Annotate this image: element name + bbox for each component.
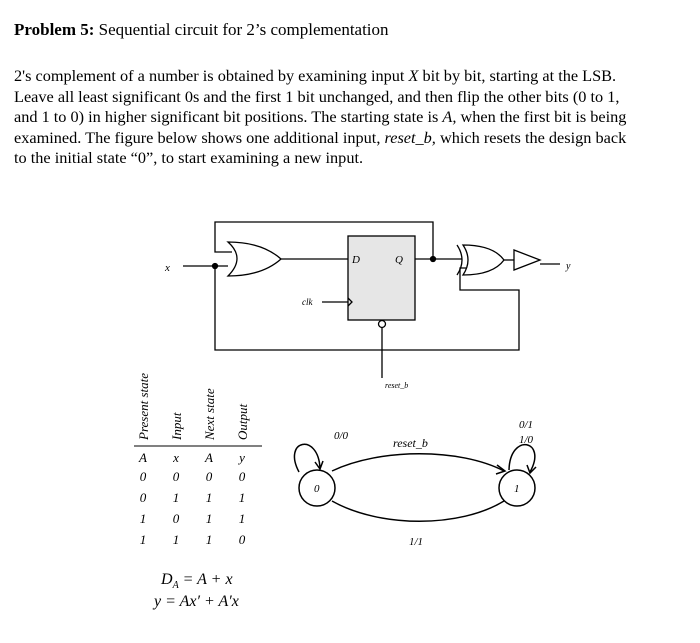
xor-gate-back xyxy=(456,244,463,276)
table-cell: 0 xyxy=(206,469,213,484)
table-var: A xyxy=(204,450,213,465)
circuit-diagram: x D Q clk reset_b y xyxy=(164,221,571,390)
table-cell: 0 xyxy=(173,469,180,484)
dff-q-label: Q xyxy=(395,254,403,266)
dff-d-label: D xyxy=(351,254,360,266)
feedback-wire xyxy=(214,221,434,258)
table-cell: 0 xyxy=(239,532,246,547)
table-cell: 1 xyxy=(239,490,246,505)
loop-1-label-bottom: 1/0 xyxy=(519,434,534,446)
x-to-xor-wire xyxy=(214,267,520,351)
table-cell: 0 xyxy=(140,490,147,505)
state-diagram xyxy=(293,443,537,522)
description-line: 2's complement of a number is obtained b… xyxy=(14,66,617,85)
transition-1-1-arc xyxy=(331,500,505,522)
table-header-output: Output xyxy=(235,404,250,441)
description-line: Leave all least significant 0s and the f… xyxy=(14,86,620,106)
table-cell: 0 xyxy=(173,511,180,526)
table-cell: 1 xyxy=(206,511,213,526)
equation-y: y = Ax′ + A′x xyxy=(152,593,239,610)
arrowhead xyxy=(526,464,537,475)
table-var: y xyxy=(237,450,245,465)
table-cell: 1 xyxy=(140,532,147,547)
xor-gate xyxy=(461,244,505,276)
table-cell: 0 xyxy=(239,469,246,484)
reset-transition-label: reset_b xyxy=(393,436,428,450)
d-flip-flop xyxy=(347,235,416,321)
equations: DA = A + x y = Ax′ + A′x xyxy=(152,571,239,610)
output-y-label: y xyxy=(565,261,571,272)
problem-description: 2's complement of a number is obtained b… xyxy=(14,66,698,169)
state-diagram-labels: 0 1 0/0 reset_b 0/1 1/0 1/1 xyxy=(314,419,534,548)
or-gate xyxy=(226,241,282,277)
table-cell: 1 xyxy=(140,511,147,526)
table-cell: 1 xyxy=(239,511,246,526)
arrowhead xyxy=(314,460,324,471)
equation-da: DA = A + x xyxy=(160,571,233,591)
reset-transition-arc xyxy=(331,453,505,472)
table-var: A xyxy=(138,450,147,465)
table-cell: 1 xyxy=(206,532,213,547)
table-cell: 1 xyxy=(173,490,180,505)
reset-bubble xyxy=(377,319,387,329)
junction-dot xyxy=(429,255,437,263)
loop-1-label-top: 0/1 xyxy=(519,419,533,431)
reset-label: reset_b xyxy=(385,381,408,390)
problem-title-text: Sequential circuit for 2’s complementati… xyxy=(98,20,389,39)
table-header-input: Input xyxy=(169,412,184,441)
table-cell: 1 xyxy=(173,532,180,547)
table-var: x xyxy=(172,450,179,465)
description-line: to the initial state “0”, to start exami… xyxy=(14,148,364,167)
state-0-circle xyxy=(298,469,336,507)
problem-number: Problem 5: xyxy=(14,20,95,39)
state-1-circle xyxy=(498,469,536,507)
clk-triangle xyxy=(347,297,353,307)
loop-1 xyxy=(508,443,536,473)
arrowhead xyxy=(495,464,507,475)
state-1-label: 1 xyxy=(514,483,520,495)
description-line: and 1 to 0) in higher significant bit po… xyxy=(14,107,627,126)
state-0-label: 0 xyxy=(314,483,320,495)
table-cell: 1 xyxy=(206,490,213,505)
loop-0-label: 0/0 xyxy=(334,430,349,442)
input-x-label: x xyxy=(164,262,170,274)
table-header-present-state: Present state xyxy=(136,373,151,441)
clk-label: clk xyxy=(302,297,313,307)
state-table: Present state Input Next state Output A … xyxy=(134,373,262,547)
buffer-gate xyxy=(513,249,542,271)
loop-0-0 xyxy=(293,443,321,473)
table-header-next-state: Next state xyxy=(202,388,217,441)
problem-title: Problem 5: Sequential circuit for 2’s co… xyxy=(14,20,389,40)
table-cell: 0 xyxy=(140,469,147,484)
description-line: examined. The figure below shows one add… xyxy=(14,127,627,147)
transition-1-1-label: 1/1 xyxy=(409,536,423,548)
